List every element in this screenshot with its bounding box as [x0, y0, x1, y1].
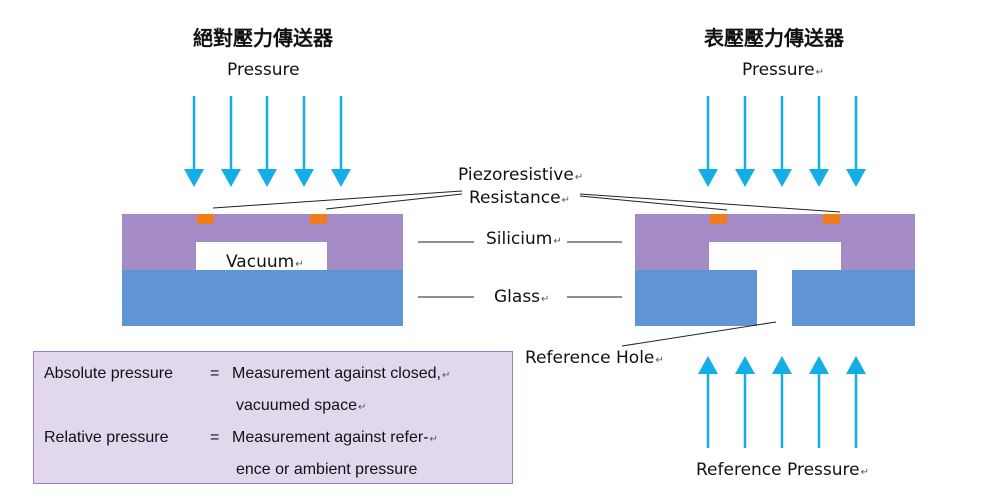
piezo-pointer-left-2 [325, 193, 463, 210]
absolute-sensor-title: 絕對壓力傳送器 [193, 26, 333, 50]
relative-equals: = [210, 429, 220, 446]
piezo-resistor-right-2 [823, 214, 840, 224]
reference-hole-label-text: Reference Hole [525, 348, 655, 368]
pressure-label-left: Pressure [227, 60, 300, 80]
return-mark: ↵ [574, 172, 584, 183]
piezo-label-line2: Resistance↵ [469, 188, 570, 208]
reference-hole-label: Reference Hole↵ [525, 348, 664, 368]
piezo-resistor-left-1 [197, 214, 214, 224]
relative-term: Relative pressure [44, 429, 169, 446]
pressure-arrow-left-1-head [184, 169, 204, 187]
return-mark: ↵ [815, 67, 824, 78]
pressure-arrow-left-5-head [331, 169, 351, 187]
piezo-label-line2-text: Resistance [469, 188, 561, 208]
relative-definition-line1: Measurement against refer-↵ [232, 429, 438, 447]
reference-cavity [709, 242, 841, 270]
gauge-sensor [635, 214, 915, 326]
pressure-arrow-right-1-head [698, 169, 718, 187]
definition-box: Absolute pressure = Measurement against … [33, 351, 513, 484]
reference-hole-pointer [621, 321, 777, 347]
pressure-arrow-left-3-head [257, 169, 277, 187]
gauge-sensor-title: 表壓壓力傳送器 [704, 26, 844, 50]
return-mark: ↵ [357, 402, 367, 413]
return-mark: ↵ [860, 467, 869, 478]
return-mark: ↵ [442, 370, 451, 381]
return-mark: ↵ [429, 434, 438, 445]
pressure-arrow-right-4-head [809, 169, 829, 187]
absolute-definition-line2-text: vacuumed space [236, 397, 357, 414]
piezo-resistor-left-2 [310, 214, 327, 224]
pressure-label-right-text: Pressure [742, 60, 815, 80]
reference-arrow-4-head [809, 356, 829, 374]
pressure-arrow-right-3-head [772, 169, 792, 187]
return-mark: ↵ [553, 236, 562, 247]
reference-hole [757, 268, 792, 326]
pressure-arrow-right-5-head [846, 169, 866, 187]
absolute-equals: = [210, 365, 220, 382]
reference-arrow-3-head [772, 356, 792, 374]
piezo-label-line1-text: Piezoresistive [458, 165, 574, 185]
silicium-label-text: Silicium [486, 229, 553, 249]
reference-arrow-1-head [698, 356, 718, 374]
pressure-arrow-left-4-head [294, 169, 314, 187]
glass-label: Glass↵ [494, 287, 549, 307]
absolute-sensor [122, 214, 403, 326]
pressure-arrow-right-2-head [735, 169, 755, 187]
piezo-pointer-right-1 [579, 195, 728, 211]
absolute-definition-line1: Measurement against closed,↵ [232, 365, 450, 383]
reference-pressure-label: Reference Pressure↵ [696, 460, 869, 480]
silicium-label: Silicium↵ [486, 229, 562, 249]
glass-label-text: Glass [494, 287, 541, 307]
piezo-pointer-right-2 [579, 193, 841, 213]
return-mark: ↵ [541, 294, 550, 305]
reference-pressure-label-text: Reference Pressure [696, 460, 860, 480]
absolute-definition-line1-text: Measurement against closed, [232, 365, 441, 382]
vacuum-label-text: Vacuum [226, 252, 295, 272]
relative-definition-line2: ence or ambient pressure [236, 461, 418, 478]
return-mark: ↵ [561, 195, 570, 206]
return-mark: ↵ [655, 355, 664, 366]
pressure-arrows [184, 96, 866, 448]
absolute-definition-line2: vacuumed space↵ [236, 397, 366, 415]
reference-arrow-2-head [735, 356, 755, 374]
piezo-label-line1: Piezoresistive↵ [458, 165, 583, 185]
return-mark: ↵ [295, 259, 304, 270]
pressure-label-right: Pressure↵ [742, 60, 824, 80]
reference-arrow-5-head [846, 356, 866, 374]
pressure-arrow-left-2-head [221, 169, 241, 187]
vacuum-label: Vacuum↵ [226, 252, 304, 272]
piezo-resistor-right-1 [710, 214, 727, 224]
absolute-term: Absolute pressure [44, 365, 173, 382]
piezo-pointer-left-1 [212, 190, 463, 209]
pointer-lines [212, 190, 841, 347]
relative-definition-line1-text: Measurement against refer- [232, 429, 429, 446]
vacuum-cavity [196, 242, 327, 270]
glass-layer-left [122, 270, 403, 326]
